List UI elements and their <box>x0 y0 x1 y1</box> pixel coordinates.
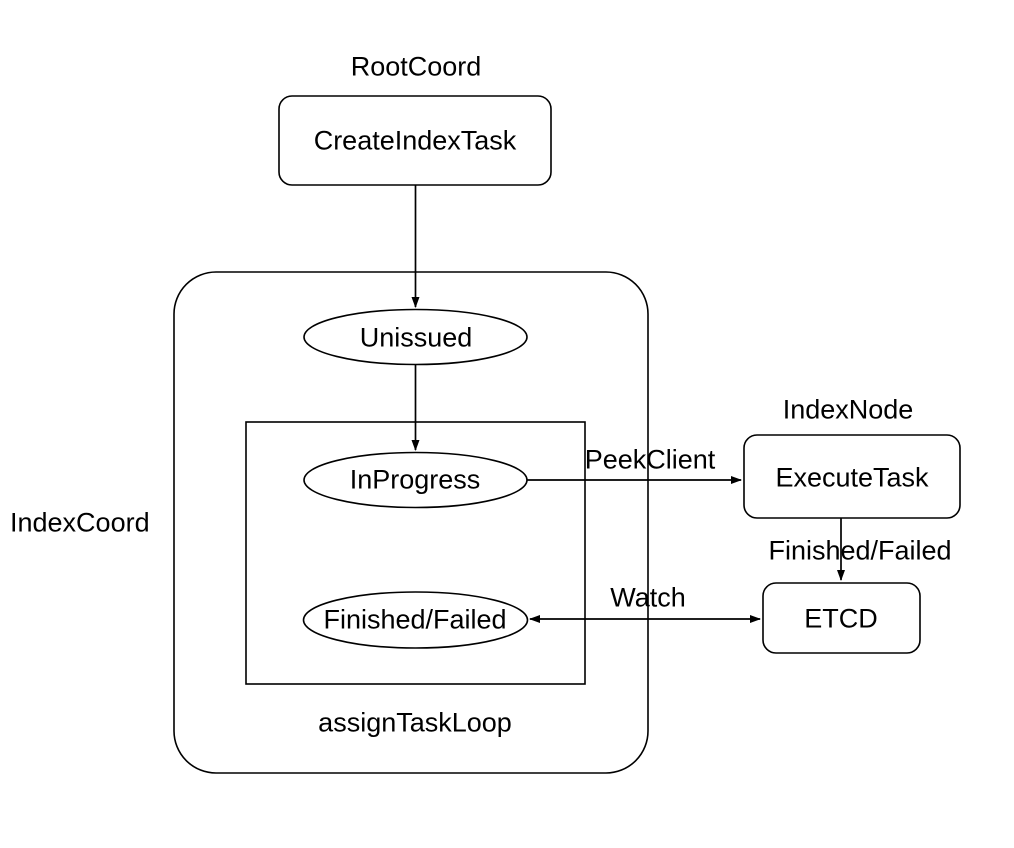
in-progress-label: InProgress <box>349 464 481 495</box>
assign-task-loop-group-label: assignTaskLoop <box>318 707 512 738</box>
execute-task-label: ExecuteTask <box>775 462 929 493</box>
finished-failed-state-label: Finished/Failed <box>323 604 507 635</box>
finished-failed-state-ellipse[interactable] <box>302 591 529 649</box>
index-coord-group-label: IndexCoord <box>10 507 150 538</box>
index-node-group-label: IndexNode <box>782 394 914 425</box>
create-index-task-label: CreateIndexTask <box>313 125 517 156</box>
root-coord-group-label: RootCoord <box>350 51 482 82</box>
unissued-label: Unissued <box>359 322 473 353</box>
etcd-box[interactable] <box>762 582 921 654</box>
execute-task-box[interactable] <box>743 434 961 519</box>
etcd-label: ETCD <box>804 603 878 634</box>
watch-edge-label: Watch <box>610 582 686 613</box>
finished-failed-edge-label: Finished/Failed <box>768 535 952 566</box>
peek-client-edge-label: PeekClient <box>584 444 716 475</box>
